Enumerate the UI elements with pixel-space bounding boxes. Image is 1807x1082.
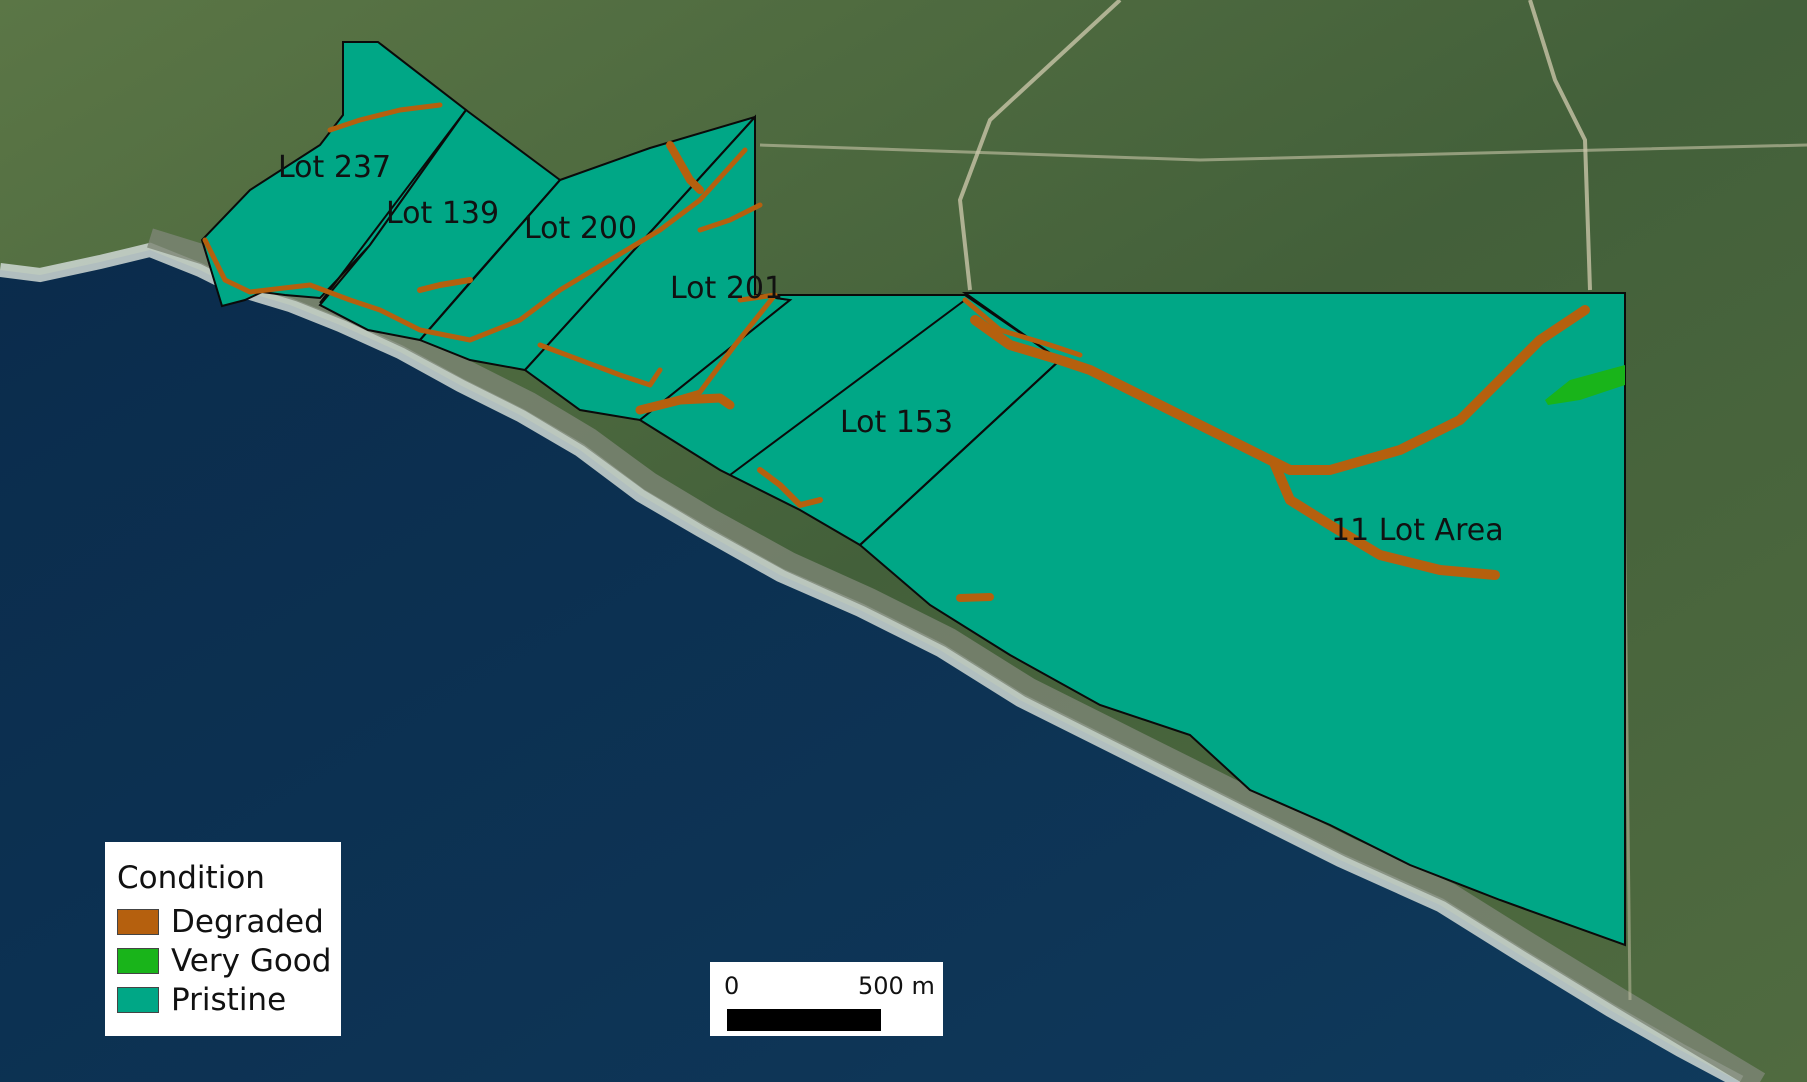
lot-201-label: Lot 201 bbox=[670, 271, 783, 306]
legend-label-degraded: Degraded bbox=[171, 903, 324, 940]
scale-end-label: 500 m bbox=[858, 972, 935, 1000]
lot-139-label: Lot 139 bbox=[386, 196, 499, 231]
legend-label-pristine: Pristine bbox=[171, 981, 287, 1018]
lot-divider bbox=[319, 109, 467, 304]
legend-swatch-pristine bbox=[117, 986, 159, 1013]
scale-bar: 0 500 m bbox=[710, 962, 943, 1036]
lot-153-label: Lot 153 bbox=[840, 405, 953, 440]
scale-bar-graphic bbox=[727, 1009, 881, 1031]
degraded-areas bbox=[202, 102, 1590, 602]
lot-divider bbox=[729, 299, 966, 476]
legend-item-very-good: Very Good bbox=[117, 941, 341, 980]
lot-divider bbox=[859, 359, 1061, 546]
lot-200-label: Lot 200 bbox=[524, 211, 637, 246]
legend-item-pristine: Pristine bbox=[117, 980, 341, 1019]
track-west bbox=[957, 0, 1122, 291]
legend-item-degraded: Degraded bbox=[117, 902, 341, 941]
legend-title: Condition bbox=[117, 860, 265, 896]
legend-label-very-good: Very Good bbox=[171, 942, 332, 979]
track-east bbox=[759, 143, 1807, 162]
eleven-lot-area-label: 11 Lot Area bbox=[1331, 513, 1504, 548]
legend-swatch-degraded bbox=[117, 908, 159, 935]
legend-swatch-very-good bbox=[117, 947, 159, 974]
track-north bbox=[1528, 0, 1592, 291]
lot-237-label: Lot 237 bbox=[278, 150, 391, 185]
lot-divider bbox=[419, 179, 561, 341]
eleven-lot-area[interactable] bbox=[858, 292, 1626, 947]
legend: Condition Degraded Very Good Pristine bbox=[105, 842, 341, 1036]
scale-zero-label: 0 bbox=[724, 972, 740, 1000]
very-good-area bbox=[1545, 365, 1625, 405]
